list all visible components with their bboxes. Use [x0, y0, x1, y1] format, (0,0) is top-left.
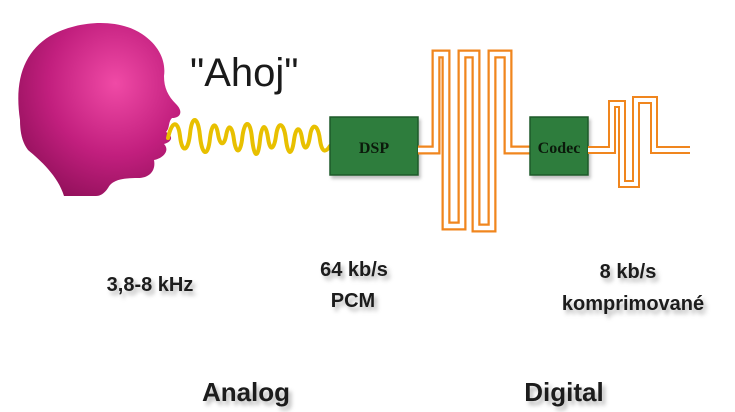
human-head-profile-icon [18, 22, 181, 196]
pcm-digital-wave-inner [418, 51, 530, 231]
compressed-digital-wave [588, 96, 690, 188]
digital-section-label: Digital [524, 377, 603, 407]
compressed-name-label: komprimované [562, 293, 704, 315]
compressed-digital-wave-inner [588, 98, 690, 186]
analog-voice-wave [166, 118, 332, 156]
analog-section-label: Analog [202, 377, 290, 407]
compressed-rate-label: 8 kb/s [600, 261, 657, 283]
dsp-block [329, 116, 419, 176]
analog-rate-label: 3,8-8 kHz [107, 274, 194, 296]
pcm-name-label: PCM [331, 290, 375, 312]
codec-block [529, 116, 589, 176]
dsp-label: DSP [359, 140, 389, 157]
pcm-rate-label: 64 kb/s [320, 259, 388, 281]
codec-label: Codec [538, 140, 581, 157]
speech-text: "Ahoj" [190, 51, 298, 95]
